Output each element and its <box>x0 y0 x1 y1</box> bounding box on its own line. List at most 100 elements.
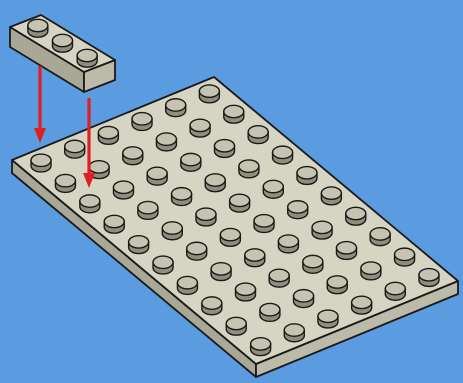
stud <box>156 133 176 151</box>
stud <box>65 140 85 158</box>
stud-top <box>53 34 73 46</box>
stud <box>147 167 167 185</box>
stud-top <box>123 147 143 159</box>
stud-top <box>236 283 256 295</box>
stud <box>303 255 323 273</box>
stud <box>123 147 143 165</box>
stud <box>162 222 182 240</box>
stud <box>321 187 341 205</box>
stud-top <box>166 99 186 111</box>
stud <box>166 99 186 117</box>
stud-top <box>226 317 246 329</box>
stud <box>31 154 51 172</box>
stud-top <box>181 153 201 165</box>
stud <box>104 215 124 233</box>
stud-top <box>284 324 304 336</box>
stud <box>172 188 192 206</box>
stud <box>211 263 231 281</box>
stud <box>187 242 207 260</box>
stud <box>153 256 173 274</box>
stud <box>263 180 283 198</box>
stud <box>177 276 197 294</box>
stud-top <box>187 242 207 254</box>
stud-top <box>294 290 314 302</box>
stud-top <box>337 242 357 254</box>
stud <box>312 221 332 239</box>
stud-top <box>370 228 390 240</box>
stud-top <box>303 255 323 267</box>
stud-top <box>327 276 347 288</box>
stud <box>273 146 293 164</box>
stud <box>199 85 219 103</box>
brick-1x3 <box>10 15 115 92</box>
stud-top <box>177 276 197 288</box>
stud-top <box>224 105 244 117</box>
stud <box>284 324 304 342</box>
stud <box>239 160 259 178</box>
stud <box>138 201 158 219</box>
stud-top <box>156 133 176 145</box>
stud <box>260 303 280 321</box>
stud-top <box>297 167 317 179</box>
stud-top <box>230 194 250 206</box>
stud-top <box>395 248 415 260</box>
stud <box>236 283 256 301</box>
stud <box>294 290 314 308</box>
stud-top <box>65 140 85 152</box>
stud-top <box>248 126 268 138</box>
stud-top <box>199 85 219 97</box>
stud <box>230 194 250 212</box>
stud <box>337 242 357 260</box>
stud <box>361 262 381 280</box>
stud-top <box>114 181 134 193</box>
stud <box>278 235 298 253</box>
stud <box>205 174 225 192</box>
stud-top <box>153 256 173 268</box>
stud-top <box>278 235 298 247</box>
stud-top <box>31 154 51 166</box>
stud-top <box>352 296 372 308</box>
stud-top <box>104 215 124 227</box>
stud <box>251 338 271 356</box>
stud-top <box>129 236 149 248</box>
stud <box>419 269 439 287</box>
stud-top <box>77 49 97 61</box>
stud-top <box>251 338 271 350</box>
stud <box>318 310 338 328</box>
stud-top <box>55 174 75 186</box>
stud <box>98 126 118 144</box>
stud-top <box>172 188 192 200</box>
stud-top <box>190 119 210 131</box>
stud-top <box>98 126 118 138</box>
stud-top <box>269 269 289 281</box>
stud <box>346 207 366 225</box>
arrow-head <box>34 128 46 143</box>
stud-top <box>205 174 225 186</box>
stud-top <box>89 161 109 173</box>
stud-top <box>132 113 152 125</box>
stud <box>196 208 216 226</box>
stud-top <box>312 221 332 233</box>
stud <box>132 113 152 131</box>
stud-top <box>263 180 283 192</box>
stud <box>202 297 222 315</box>
stud-top <box>211 263 231 275</box>
stud-top <box>138 201 158 213</box>
stud-top <box>162 222 182 234</box>
stud <box>370 228 390 246</box>
baseplate-6x10 <box>12 77 458 377</box>
arrow-down-icon <box>34 66 46 143</box>
stud <box>352 296 372 314</box>
stud-top <box>419 269 439 281</box>
stud <box>288 201 308 219</box>
stud <box>190 119 210 137</box>
stud <box>181 153 201 171</box>
stud <box>80 195 100 213</box>
stud <box>254 215 274 233</box>
stud <box>385 282 405 300</box>
stud-top <box>254 215 274 227</box>
stud-top <box>260 303 280 315</box>
stud <box>28 19 48 37</box>
stud <box>224 105 244 123</box>
